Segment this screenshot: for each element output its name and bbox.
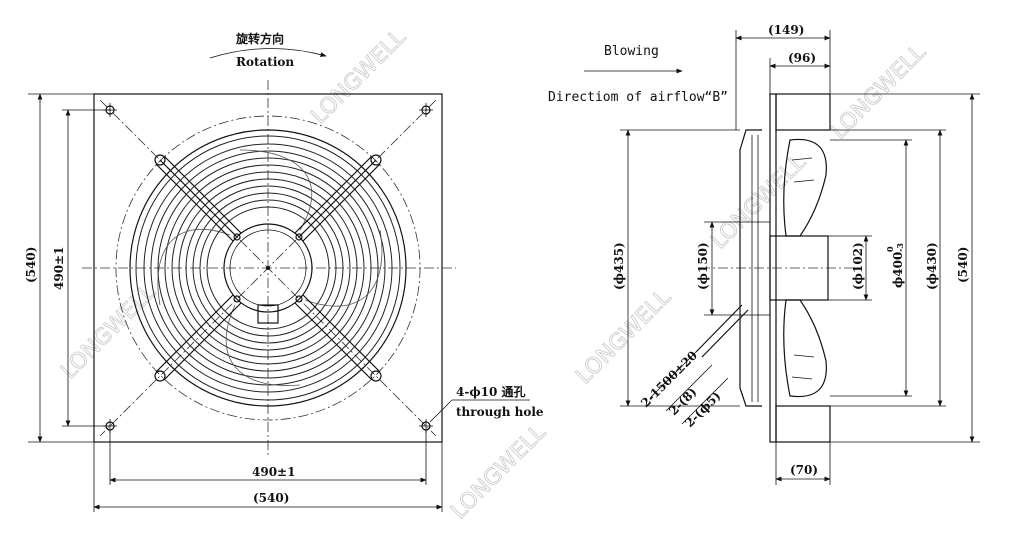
- front-dimensions: 490±1 (540) (540) 490±1 4-ϕ10 通孔 through…: [24, 93, 544, 512]
- airflow-blowing: Blowing: [604, 44, 659, 59]
- watermark: LONGWELL: [707, 149, 812, 254]
- dim-dia-102: (ϕ102): [851, 242, 865, 290]
- side-view: Blowing Directiom of airflow“B” (149) (9…: [548, 23, 980, 485]
- watermark: LONGWELL: [572, 284, 677, 389]
- dim-height-overall-side: (540): [956, 247, 970, 283]
- support-arms: [154, 154, 382, 382]
- dim-hole-spacing-v: 490±1: [52, 247, 66, 290]
- dim-depth-guard: (96): [788, 51, 816, 65]
- front-view: 旋转方向 Rotation: [24, 31, 544, 512]
- watermark: LONGWELL: [447, 419, 552, 524]
- dim-dia-400-tol-top: 0: [885, 246, 895, 252]
- fan-blades: [157, 149, 383, 386]
- holes-callout-line1: 4-ϕ10 通孔: [456, 384, 526, 399]
- side-blade-top: [783, 138, 827, 237]
- terminal-box: [257, 304, 279, 324]
- side-guard: [739, 129, 762, 407]
- dim-depth-bottom: (70): [790, 463, 818, 477]
- cable: [695, 304, 743, 353]
- watermark: LONGWELL: [827, 39, 932, 144]
- dim-height-overall: (540): [24, 247, 38, 283]
- dim-hole-spacing-h: 490±1: [252, 465, 295, 479]
- holes-callout-line2: through hole: [456, 405, 544, 419]
- rotation-arrow: [209, 48, 327, 59]
- rotation-label-en: Rotation: [236, 55, 294, 69]
- rotation-label-cn: 旋转方向: [235, 31, 284, 46]
- dim-dia-435: (ϕ435): [612, 242, 626, 290]
- side-blade-bottom: [783, 299, 827, 398]
- watermark: LONGWELL: [307, 24, 412, 129]
- dim-dia-400: ϕ400: [891, 252, 905, 288]
- watermarks: LONGWELL LONGWELL LONGWELL LONGWELL LONG…: [56, 24, 932, 525]
- dim-width-overall: (540): [253, 491, 289, 505]
- dim-depth-overall: (149): [768, 23, 804, 37]
- dim-dia-400-tol-bot: -3: [895, 243, 905, 252]
- motor-hub: [223, 223, 313, 313]
- dim-dia-150: (ϕ150): [696, 242, 710, 290]
- fan-guard: [129, 129, 407, 407]
- dim-dia-430: (ϕ430): [925, 242, 939, 290]
- airflow-direction: Directiom of airflow“B”: [548, 90, 728, 105]
